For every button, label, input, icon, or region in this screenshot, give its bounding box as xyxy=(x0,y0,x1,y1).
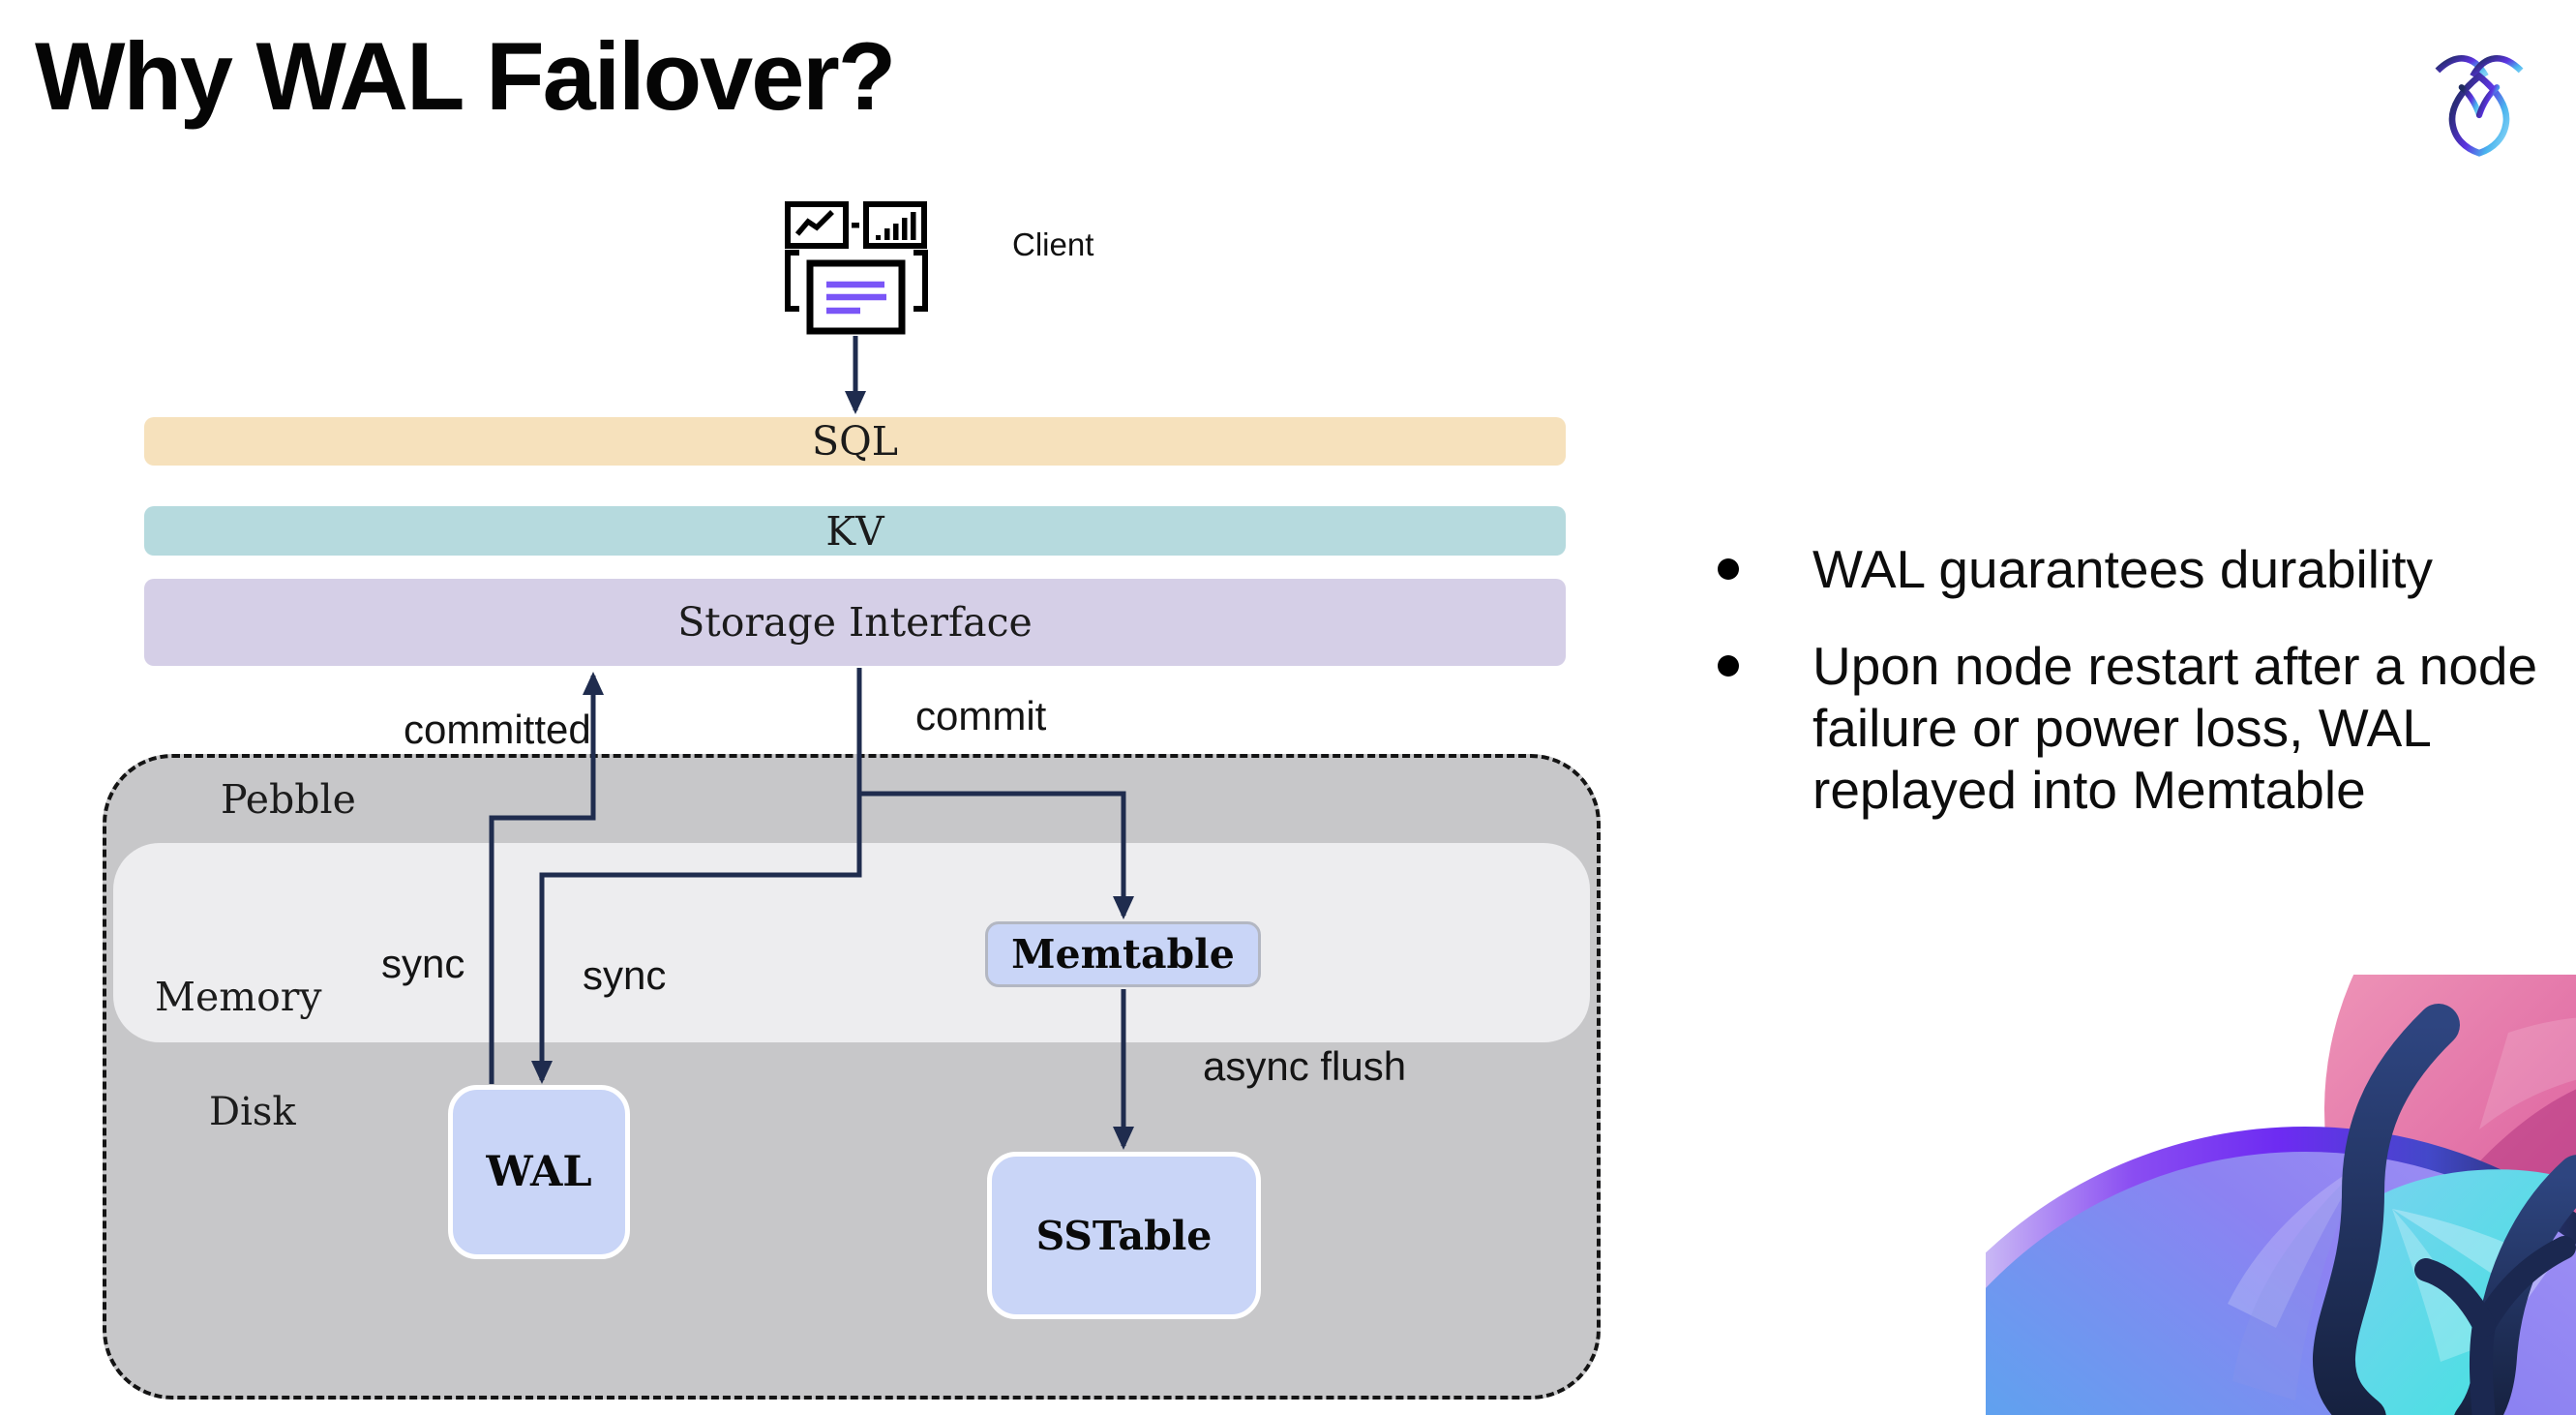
kv-layer-bar: KV xyxy=(144,506,1566,556)
list-item: WAL guarantees durability xyxy=(1718,538,2569,600)
antenna-right xyxy=(2470,54,2524,78)
antenna-left xyxy=(2435,54,2489,78)
y-arm-right xyxy=(2475,84,2501,119)
cockroach-brand-sphere-art xyxy=(1986,975,2576,1415)
sql-layer-bar: SQL xyxy=(144,417,1566,466)
line-chart-icon xyxy=(785,201,849,249)
committed-label: committed xyxy=(404,707,591,752)
client-terminals-icon xyxy=(784,199,929,342)
pebble-label: Pebble xyxy=(221,776,356,823)
memory-label: Memory xyxy=(155,974,322,1020)
document-icon xyxy=(785,250,928,335)
bullet-list: WAL guarantees durability Upon node rest… xyxy=(1718,538,2569,821)
dash-separator xyxy=(852,223,859,228)
edge-commit-sync-to-wal xyxy=(531,668,862,1084)
list-item: Upon node restart after a node failure o… xyxy=(1718,635,2569,821)
memtable-node: Memtable xyxy=(985,921,1261,987)
wal-node: WAL xyxy=(448,1085,630,1259)
commit-label: commit xyxy=(915,693,1047,738)
client-label: Client xyxy=(1012,226,1094,262)
sstable-node: SSTable xyxy=(987,1152,1261,1319)
async-flush-label: async flush xyxy=(1203,1043,1407,1089)
edge-commit-to-memtable xyxy=(859,791,1134,919)
sync-right-label: sync xyxy=(583,952,667,998)
bullet-icon xyxy=(1718,558,1739,580)
bullet-text: Upon node restart after a node failure o… xyxy=(1812,636,2538,820)
bullet-icon xyxy=(1718,655,1739,677)
disk-label: Disk xyxy=(209,1090,296,1134)
bullet-text: WAL guarantees durability xyxy=(1812,539,2433,599)
sync-left-label: sync xyxy=(381,941,465,986)
cockroachdb-logo-icon xyxy=(2431,48,2528,163)
bar-chart-icon xyxy=(863,201,927,249)
edge-committed-up xyxy=(489,672,604,1084)
page-title: Why WAL Failover? xyxy=(35,22,896,130)
storage-interface-layer-bar: Storage Interface xyxy=(144,579,1566,666)
